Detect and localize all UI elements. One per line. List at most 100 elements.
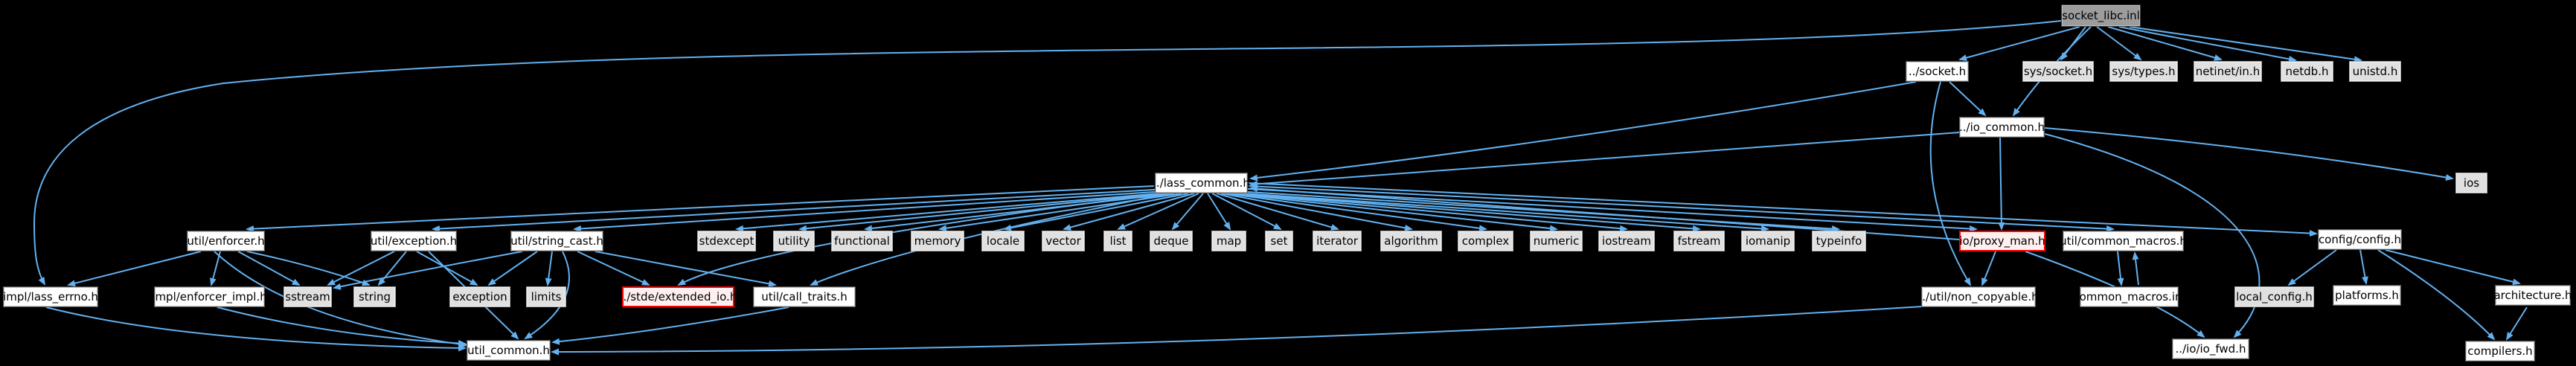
- graph-node-deque: deque: [1150, 231, 1193, 251]
- edge-io-common-h-to-ios: [2044, 127, 2454, 181]
- edge-socket-h-to-lass-common-h: [1249, 81, 1917, 182]
- graph-node-common-macros-inl[interactable]: common_macros.inl: [2073, 286, 2185, 307]
- graph-node-util-common-macros-h[interactable]: util/common_macros.h: [2060, 231, 2187, 251]
- graph-node-memory: memory: [911, 231, 964, 251]
- edge-util-enforcer-h-to-util-common-h: [214, 251, 469, 348]
- graph-node-exception: exception: [449, 286, 510, 307]
- graph-node-util-call-traits-h[interactable]: util/call_traits.h: [753, 286, 856, 307]
- edge-util-enforcer-h-to-string: [246, 251, 371, 286]
- graph-node-architecture-h[interactable]: architecture.h: [2493, 285, 2572, 306]
- graph-node-lass-common-h[interactable]: ../lass_common.h: [1153, 173, 1250, 193]
- edge-lass-common-h-to-util-enforcer-h: [246, 185, 1156, 233]
- edge-socket-libc-inl-to-netinet-in-h: [2107, 26, 2223, 61]
- edge-lass-common-h-to-vector: [1063, 193, 1195, 231]
- edge-lass-common-h-to-util-exception-h: [432, 189, 1156, 233]
- edge-lass-common-h-to-map: [1207, 193, 1231, 231]
- edge-lass-common-h-to-list: [1117, 193, 1199, 230]
- graph-node-vector: vector: [1042, 231, 1085, 251]
- edge-io-common-h-to-io-io-fwd-h: [2044, 133, 2261, 338]
- graph-node-util-enforcer-h[interactable]: util/enforcer.h: [187, 231, 265, 251]
- edge-lass-common-h-to-config-config-h: [1247, 182, 2318, 237]
- edge-util-non-copyable-h-to-util-common-h: [551, 306, 1923, 356]
- edge-lass-common-h-to-stdexcept: [735, 193, 1160, 232]
- graph-node-util-common-h[interactable]: util_common.h: [467, 340, 551, 361]
- edge-config-config-h-to-platforms-h: [2359, 249, 2368, 285]
- edge-config-config-h-to-architecture-h: [2385, 249, 2521, 286]
- graph-node-utility: utility: [773, 231, 815, 251]
- edge-socket-libc-inl-to-unistd-h: [2129, 26, 2362, 63]
- edge-socket-libc-inl-to-sys-types-h: [2096, 26, 2142, 61]
- edge-lass-common-h-to-iostream: [1234, 193, 1628, 232]
- edge-lass-common-h-to-utility: [798, 193, 1167, 232]
- graph-node-iterator: iterator: [1313, 231, 1362, 251]
- graph-node-io-proxy-man-h[interactable]: io/proxy_man.h: [1959, 231, 2045, 251]
- graph-node-numeric: numeric: [1530, 231, 1583, 251]
- edge-socket-h-to-io-common-h: [1949, 81, 1987, 117]
- edge-config-config-h-to-compilers-h: [2377, 249, 2496, 341]
- graph-node-netdb-h: netdb.h: [2281, 61, 2333, 82]
- graph-node-io-io-fwd-h[interactable]: ../io/io_fwd.h: [2172, 338, 2249, 359]
- graph-node-complex: complex: [1458, 231, 1513, 251]
- edge-lass-common-h-to-deque: [1171, 193, 1204, 231]
- graph-node-sys-socket-h: sys/socket.h: [2022, 61, 2094, 82]
- edge-util-common-macros-h-to-common-macros-inl: [2117, 251, 2124, 286]
- graph-node-fstream: fstream: [1673, 231, 1725, 251]
- edge-lass-common-h-to-util-string-cast-h: [573, 191, 1156, 232]
- edge-lass-common-h-to-numeric: [1229, 193, 1558, 232]
- edge-io-proxy-man-h-to-util-non-copyable-h: [1981, 251, 1996, 286]
- graph-node-map: map: [1211, 231, 1246, 251]
- edge-config-config-h-to-local-config-h: [2287, 249, 2337, 286]
- edge-util-call-traits-h-to-util-common-h: [551, 306, 789, 345]
- graph-node-ios: ios: [2455, 173, 2487, 193]
- edge-util-enforcer-h-to-impl-enforcer-impl-h: [209, 251, 221, 286]
- edge-socket-libc-inl-to-netdb-h: [2118, 26, 2297, 62]
- edge-lass-common-h-to-io-proxy-man-h: [1247, 188, 1978, 232]
- graph-node-iomanip: iomanip: [1741, 231, 1795, 251]
- edge-socket-libc-inl-to-socket-h: [1958, 26, 2080, 61]
- graph-node-netinet-in-h: netinet/in.h: [2194, 61, 2262, 82]
- edge-lass-common-h-to-set: [1211, 193, 1282, 230]
- graph-node-sys-types-h: sys/types.h: [2109, 61, 2178, 82]
- edge-util-exception-h-to-string: [377, 251, 407, 286]
- graph-node-stdexcept: stdexcept: [697, 231, 756, 251]
- graph-node-list: list: [1103, 231, 1132, 251]
- edge-lass-common-h-to-util-common-macros-h: [1247, 185, 2115, 233]
- graph-node-compilers-h[interactable]: compilers.h: [2465, 341, 2535, 362]
- edge-socket-libc-inl-to-impl-lass-errno-h: [33, 20, 2062, 286]
- edge-io-common-h-to-lass-common-h: [1249, 132, 1960, 187]
- edge-util-enforcer-h-to-sstream: [237, 251, 301, 286]
- graph-node-functional: functional: [831, 231, 893, 251]
- graph-node-impl-enforcer-impl-h[interactable]: impl/enforcer_impl.h: [152, 286, 267, 307]
- edge-util-string-cast-h-to-stde-extended-io-h: [577, 251, 650, 286]
- graph-node-socket-libc-inl: socket_libc.inl: [2061, 4, 2141, 27]
- edge-lass-common-h-to-iterator: [1216, 193, 1339, 231]
- graph-node-socket-h[interactable]: ../socket.h: [1906, 61, 1969, 82]
- graph-node-io-common-h[interactable]: ../io_common.h: [1959, 117, 2045, 138]
- graph-node-util-string-cast-h[interactable]: util/string_cast.h: [510, 231, 603, 251]
- edge-architecture-h-to-compilers-h: [2505, 306, 2528, 341]
- edge-lass-common-h-to-complex: [1225, 193, 1487, 232]
- edge-util-string-cast-h-to-util-call-traits-h: [595, 251, 777, 287]
- graph-node-iostream: iostream: [1598, 231, 1655, 251]
- edge-socket-h-to-util-non-copyable-h: [1929, 81, 1972, 286]
- edge-lass-common-h-to-fstream: [1238, 193, 1701, 232]
- edge-lass-common-h-to-algorithm: [1220, 193, 1413, 231]
- graph-node-config-config-h[interactable]: config/config.h: [2318, 229, 2402, 250]
- edge-io-common-h-to-io-proxy-man-h: [1998, 137, 2005, 231]
- graph-node-platforms-h[interactable]: platforms.h: [2333, 285, 2401, 306]
- graph-node-stde-extended-io-h[interactable]: ../stde/extended_io.h: [620, 286, 737, 307]
- graph-node-unistd-h: unistd.h: [2349, 61, 2401, 82]
- graph-node-set: set: [1265, 231, 1293, 251]
- graph-node-limits: limits: [526, 286, 566, 307]
- graph-node-string: string: [353, 286, 396, 307]
- graph-node-util-non-copyable-h[interactable]: ../util/non_copyable.h: [1918, 286, 2039, 307]
- graph-node-typeinfo: typeinfo: [1812, 231, 1866, 251]
- graph-node-util-exception-h[interactable]: util/exception.h: [371, 231, 457, 251]
- edge-common-macros-inl-to-util-common-macros-h: [2132, 251, 2139, 286]
- graph-node-impl-lass-errno-h[interactable]: impl/lass_errno.h: [3, 286, 98, 307]
- edge-util-string-cast-h-to-sstream: [333, 251, 523, 290]
- edge-util-enforcer-h-to-impl-lass-errno-h: [67, 251, 202, 287]
- edge-util-string-cast-h-to-exception: [487, 251, 538, 286]
